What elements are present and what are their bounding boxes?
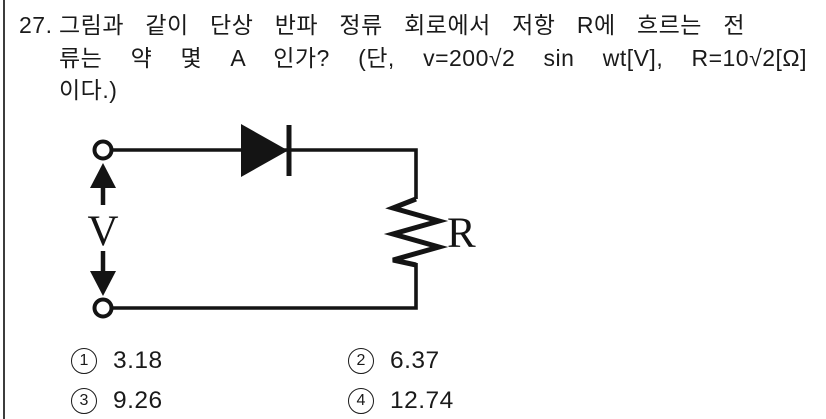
choice-4: 4 12.74 — [348, 387, 454, 414]
choice-2-number-icon: 2 — [348, 347, 374, 374]
choice-4-number-icon: 4 — [348, 387, 374, 414]
diode-icon — [241, 124, 288, 177]
choice-3-number-icon: 3 — [71, 387, 97, 414]
choice-2: 2 6.37 — [348, 347, 440, 374]
wire-top — [112, 148, 418, 199]
source-arrow-down-icon — [90, 271, 116, 296]
question-text: 그림과 같이 단상 반파 정류 회로에서 저항 R에 흐르는 전 류는 약 몇 … — [59, 9, 807, 107]
question-number: 27. — [19, 12, 53, 38]
source-terminal-bottom — [92, 297, 114, 319]
column-divider-line — [3, 0, 5, 419]
choice-2-value: 6.37 — [390, 346, 440, 374]
question-line-2: 류는 약 몇 A 인가? (단, v=200√2 sin wt[V], R=10… — [59, 44, 807, 71]
question-line-3: 이다.) — [59, 77, 118, 103]
wire-bottom — [113, 263, 418, 310]
source-arrow-up-icon — [90, 163, 116, 188]
choice-1-value: 3.18 — [113, 346, 163, 374]
choice-3: 3 9.26 — [71, 387, 163, 414]
source-terminal-top — [92, 139, 114, 161]
choice-1: 1 3.18 — [71, 347, 163, 374]
choice-4-value: 12.74 — [390, 386, 454, 414]
resistor-label: R — [447, 210, 476, 257]
choice-3-value: 9.26 — [113, 386, 163, 414]
question-line-1: 그림과 같이 단상 반파 정류 회로에서 저항 R에 흐르는 전 — [59, 12, 745, 38]
source-label: V — [87, 208, 118, 255]
resistor-icon — [383, 196, 449, 268]
choice-1-number-icon: 1 — [71, 347, 97, 374]
